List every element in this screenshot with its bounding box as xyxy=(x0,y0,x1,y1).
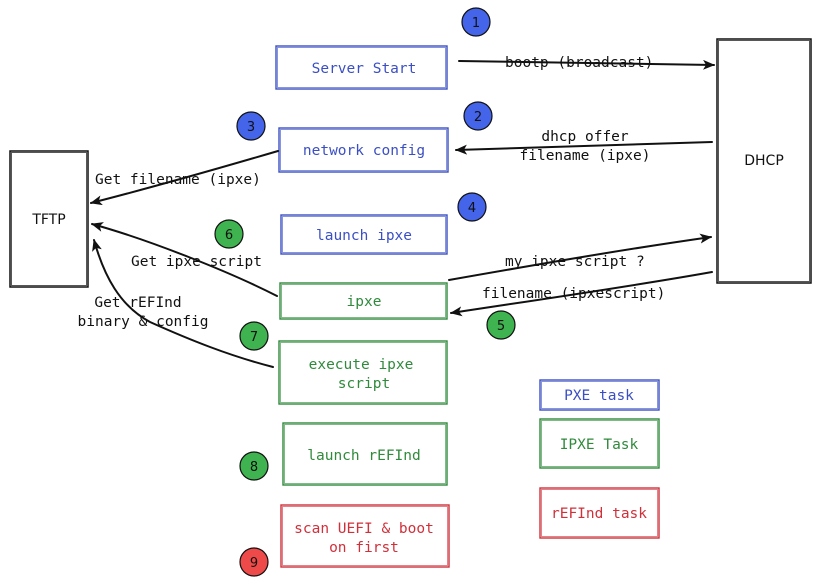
step-badge-1: 1 xyxy=(461,7,491,37)
legend-ipxe-label: IPXE Task xyxy=(560,437,639,453)
scan-uefi-label-line1: scan UEFI & boot xyxy=(294,521,434,537)
step-badge-5-number: 5 xyxy=(497,319,505,334)
step-badge-3-number: 3 xyxy=(247,120,255,135)
step-badge-9-number: 9 xyxy=(250,556,258,571)
arrows xyxy=(90,59,715,368)
arrow-dhcp-offer xyxy=(455,141,713,155)
launch-refind-label: launch rEFInd xyxy=(307,448,421,464)
step-badge-3: 3 xyxy=(236,111,266,141)
arrow-get-filename xyxy=(90,150,279,206)
step-badge-5: 5 xyxy=(486,310,516,340)
label-dhcp-offer-line2: filename (ipxe) xyxy=(520,148,651,164)
execute-ipxe-script-node: execute ipxe script xyxy=(278,340,448,405)
launch-ipxe-node: launch ipxe xyxy=(280,214,448,255)
server-start-node: Server Start xyxy=(275,45,448,90)
step-badge-1-number: 1 xyxy=(472,16,480,31)
ipxe-label: ipxe xyxy=(347,294,382,310)
step-badge-4-number: 4 xyxy=(468,201,476,216)
network-config-label: network config xyxy=(303,143,425,159)
legend-refind-label: rEFInd task xyxy=(551,506,647,522)
step-badge-6: 6 xyxy=(214,219,244,249)
edge-labels: bootp (broadcast) dhcp offer filename (i… xyxy=(78,55,666,330)
step-badge-2: 2 xyxy=(463,101,493,131)
arrow-get-ipxe-script xyxy=(91,222,278,297)
step-badge-8-number: 8 xyxy=(250,460,258,475)
legend-ipxe: IPXE Task xyxy=(539,418,660,469)
badges: 1 2 3 4 5 6 7 8 xyxy=(214,7,516,577)
step-badge-9: 9 xyxy=(239,547,269,577)
dhcp-label: DHCP xyxy=(744,153,784,169)
execute-ipxe-script-label-line1: execute ipxe xyxy=(309,357,414,373)
arrow-get-refind xyxy=(92,239,274,368)
label-dhcp-offer-line1: dhcp offer xyxy=(541,129,629,145)
step-badge-2-number: 2 xyxy=(474,110,482,125)
launch-refind-node: launch rEFInd xyxy=(282,422,448,486)
arrow-bootp xyxy=(458,59,715,70)
dhcp-node: DHCP xyxy=(716,38,812,284)
label-filename-ipxescript: filename (ipxescript) xyxy=(482,286,665,302)
step-badge-7: 7 xyxy=(239,321,269,351)
legend-pxe: PXE task xyxy=(539,379,660,411)
network-config-node: network config xyxy=(278,127,449,173)
tftp-node: TFTP xyxy=(9,150,89,288)
step-badge-8: 8 xyxy=(239,451,269,481)
scan-uefi-label-line2: on first xyxy=(329,540,399,556)
step-badge-6-number: 6 xyxy=(225,228,233,243)
legend: PXE task IPXE Task rEFInd task xyxy=(539,379,660,539)
step-badge-4: 4 xyxy=(457,192,487,222)
step-badge-7-number: 7 xyxy=(250,330,258,345)
label-my-ipxe-script: my ipxe script ? xyxy=(505,254,645,270)
arrow-my-ipxe-script xyxy=(448,233,712,281)
label-bootp: bootp (broadcast) xyxy=(505,55,653,71)
tftp-label: TFTP xyxy=(31,212,65,228)
server-start-label: Server Start xyxy=(312,61,417,77)
arrow-filename-ipxescript xyxy=(450,271,713,317)
label-get-ipxe-script: Get ipxe script xyxy=(131,254,262,270)
legend-pxe-label: PXE task xyxy=(564,388,634,404)
execute-ipxe-script-label-line2: script xyxy=(338,376,390,392)
launch-ipxe-label: launch ipxe xyxy=(316,228,412,244)
scan-uefi-node: scan UEFI & boot on first xyxy=(280,504,450,568)
label-get-filename: Get filename (ipxe) xyxy=(95,172,261,188)
label-get-refind-line1: Get rEFInd xyxy=(94,295,181,311)
legend-refind: rEFInd task xyxy=(539,487,660,539)
ipxe-node: ipxe xyxy=(279,282,448,320)
label-get-refind-line2: binary & config xyxy=(78,314,209,330)
